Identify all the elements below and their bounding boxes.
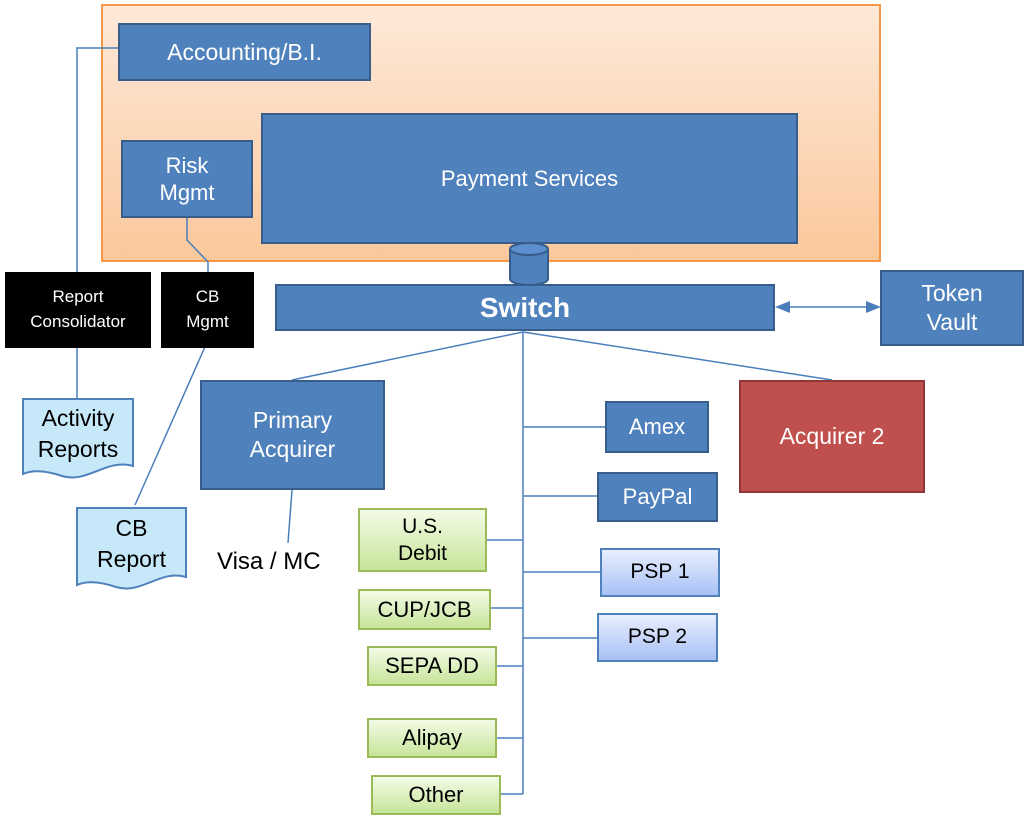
line-risk-cb [134,218,209,506]
sepa-dd-box[interactable]: SEPA DD [367,646,497,686]
cup-jcb-box[interactable]: CUP/JCB [358,589,491,630]
alipay-box[interactable]: Alipay [367,718,497,758]
primary-acquirer-box[interactable]: Primary Acquirer [200,380,385,490]
acquirer-2-box[interactable]: Acquirer 2 [739,380,925,493]
amex-box[interactable]: Amex [605,401,709,453]
activity-reports-document [22,398,134,479]
line-switch-acquirer2 [522,331,833,381]
psp-2-box[interactable]: PSP 2 [597,613,718,662]
visa-mc-label: Visa / MC [217,548,321,575]
token-vault-box[interactable]: Token Vault [880,270,1024,346]
us-debit-box[interactable]: U.S. Debit [358,508,487,572]
accounting-bi-box[interactable]: Accounting/B.I. [118,23,371,81]
cb-report-document [76,507,187,590]
paypal-box[interactable]: PayPal [597,472,718,522]
line-switch-primary [291,331,524,381]
report-consolidator-box[interactable]: Report Consolidator [5,272,151,348]
risk-mgmt-box[interactable]: Risk Mgmt [121,140,253,218]
switch-box[interactable]: Switch [275,284,775,331]
database-cylinder-icon [509,242,549,286]
payment-services-box[interactable]: Payment Services [261,113,798,244]
cb-mgmt-box[interactable]: CB Mgmt [161,272,254,348]
line-primary-visa [287,489,293,544]
psp-1-box[interactable]: PSP 1 [600,548,720,597]
activity-reports-label: Activity Reports [37,404,119,462]
cb-report-label: CB Report [96,514,167,572]
other-box[interactable]: Other [371,775,501,815]
